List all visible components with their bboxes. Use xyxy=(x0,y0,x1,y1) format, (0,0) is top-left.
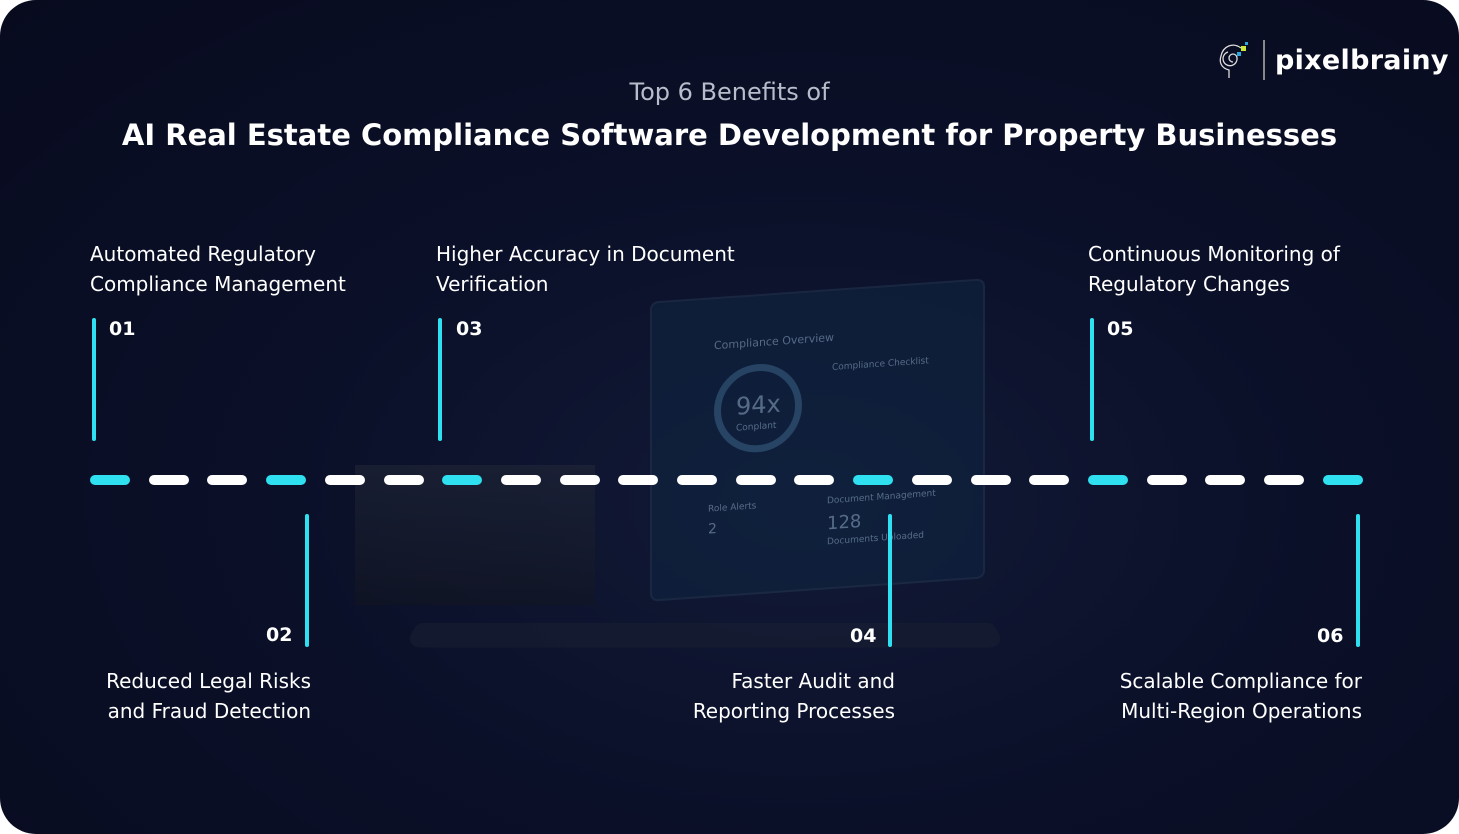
timeline-dash xyxy=(618,475,659,485)
timeline-dash xyxy=(559,475,600,485)
benefit-01-marker xyxy=(92,318,96,441)
timeline-milestone-dash xyxy=(90,475,130,485)
building-image xyxy=(355,465,595,605)
gauge-value: 94x xyxy=(736,389,781,421)
timeline-dash xyxy=(500,475,541,485)
title-line: Automated Regulatory xyxy=(90,242,316,266)
title-line: Higher Accuracy in Document xyxy=(436,242,735,266)
timeline-milestone-dash xyxy=(266,475,307,485)
brain-head-icon xyxy=(1219,42,1248,78)
benefit-02-number: 02 xyxy=(266,624,293,646)
screen-heading: Compliance Overview xyxy=(714,330,835,353)
title-line: Verification xyxy=(436,272,549,296)
timeline-dash xyxy=(1264,475,1304,485)
subtitle: Top 6 Benefits of xyxy=(629,78,830,106)
benefit-03-number: 03 xyxy=(456,318,483,340)
benefit-04-number: 04 xyxy=(850,625,877,647)
benefit-04-marker xyxy=(888,514,892,647)
timeline-dash xyxy=(794,475,835,485)
logo-divider xyxy=(1263,40,1265,80)
alerts-title: Role Alerts xyxy=(708,501,757,515)
laptop-base xyxy=(401,623,1009,648)
timeline-dash xyxy=(1146,475,1187,485)
benefit-05-title: Continuous Monitoring of Regulatory Chang… xyxy=(1088,239,1340,299)
timeline-milestone-dash xyxy=(853,475,894,485)
docs-title: Document Management xyxy=(827,488,936,507)
benefit-06-number: 06 xyxy=(1317,625,1344,647)
logo-wordmark: pixelbrainy xyxy=(1275,44,1449,76)
checklist-title: Compliance Checklist xyxy=(832,356,929,373)
benefit-02-marker xyxy=(305,514,309,647)
timeline-dash xyxy=(1205,475,1246,485)
title-line: Continuous Monitoring of xyxy=(1088,242,1340,266)
timeline-dash xyxy=(970,475,1011,485)
timeline-dash xyxy=(1029,475,1070,485)
benefit-05-marker xyxy=(1090,318,1094,441)
timeline-dash xyxy=(383,475,424,485)
logo: pixelbrainy xyxy=(1215,38,1449,82)
benefit-06-marker xyxy=(1356,514,1360,647)
title-line: Reporting Processes xyxy=(692,699,895,723)
timeline-dash xyxy=(735,475,776,485)
title-line: Regulatory Changes xyxy=(1088,272,1290,296)
benefit-03-marker xyxy=(438,318,442,441)
docs-value: 128 xyxy=(827,510,862,535)
title-line: Compliance Management xyxy=(90,272,346,296)
laptop-screen: Compliance Overview 94x Conplant Complia… xyxy=(650,278,985,602)
title-line: Reduced Legal Risks xyxy=(106,669,311,693)
timeline-milestone-dash xyxy=(1322,475,1363,485)
title-line: and Fraud Detection xyxy=(107,699,311,723)
timeline-dash xyxy=(324,475,365,485)
benefit-02-title: Reduced Legal Risks and Fraud Detection xyxy=(0,666,311,726)
benefit-05-number: 05 xyxy=(1107,318,1134,340)
title-line: Multi-Region Operations xyxy=(1121,699,1362,723)
laptop-background-image: Compliance Overview 94x Conplant Complia… xyxy=(355,278,1009,685)
title-line: Faster Audit and xyxy=(731,669,895,693)
timeline-dash xyxy=(911,475,952,485)
alerts-value: 2 xyxy=(708,521,717,538)
page-title: AI Real Estate Compliance Software Devel… xyxy=(121,118,1338,152)
timeline-milestone-dash xyxy=(442,475,483,485)
title-line: Scalable Compliance for xyxy=(1119,669,1362,693)
timeline-milestone-dash xyxy=(1087,475,1128,485)
timeline-dash xyxy=(148,475,189,485)
benefit-01-number: 01 xyxy=(109,318,136,340)
timeline-dash xyxy=(677,475,717,485)
timeline-dash xyxy=(207,475,248,485)
